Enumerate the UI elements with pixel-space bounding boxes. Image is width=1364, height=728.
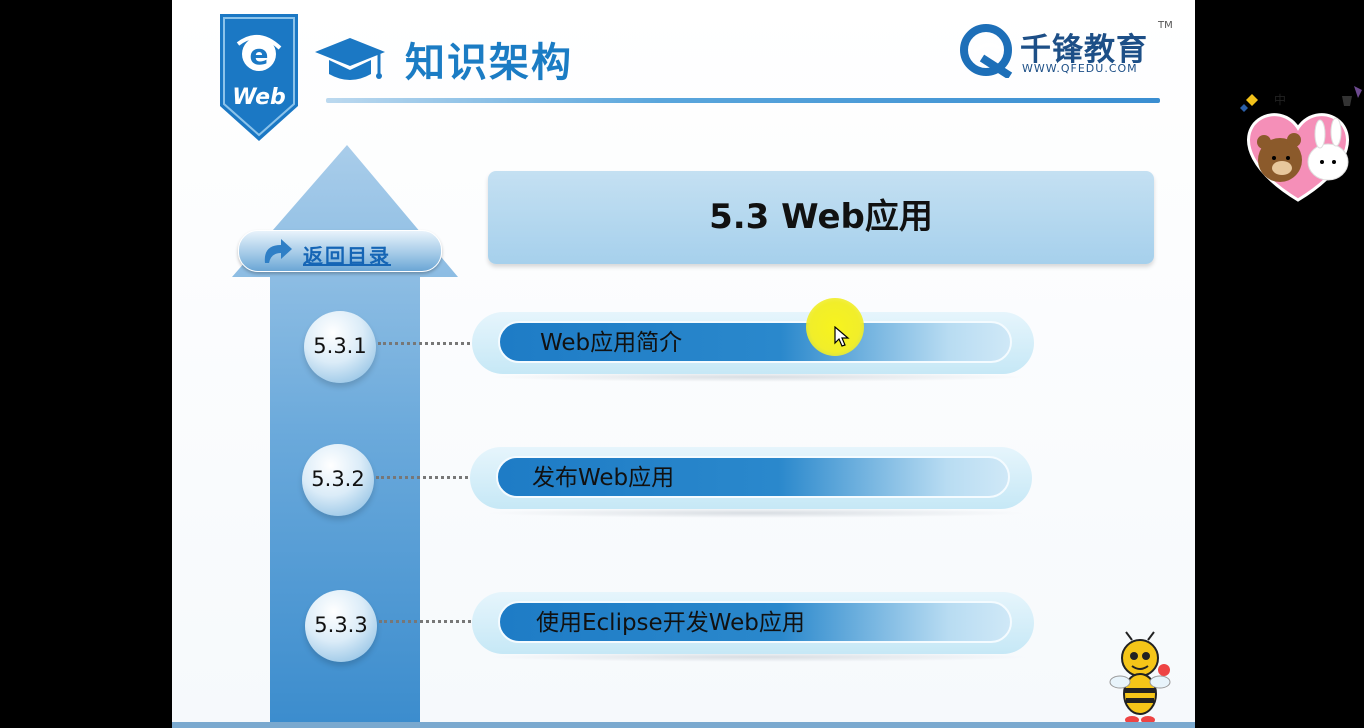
back-to-contents-label: 返回目录 [303,244,391,268]
item-number: 5.3.2 [311,467,365,491]
brand-name: 千锋教育 [1020,32,1148,68]
section-title: 5.3 Web应用 [709,197,933,237]
item-shadow [488,372,1028,382]
brand-logo-icon [960,24,1013,78]
item-number: 5.3.1 [313,334,367,358]
item-connector [379,620,525,623]
header-divider [326,98,1160,103]
item-number-node: 5.3.2 [302,444,374,516]
section-title-bar: 5.3 Web应用 [488,171,1154,264]
item-shadow [488,652,1028,662]
item-link-eclipse-web[interactable]: 使用Eclipse开发Web应用 [472,592,1034,654]
mouse-cursor-icon [834,326,850,347]
svg-text:e: e [250,38,269,71]
item-number-node: 5.3.1 [304,311,376,383]
item-number-node: 5.3.3 [305,590,377,662]
item-label: Web应用简介 [540,330,683,356]
web-logo-icon: e Web [220,14,298,141]
trademark-mark: TM [1158,20,1173,31]
up-arrow-graphic [232,145,458,728]
return-arrow-icon [264,239,292,263]
graduation-cap-icon [315,38,385,80]
bee-mascot-icon [1109,631,1171,724]
item-shadow [486,508,1026,518]
slide: e Web 知识架构 千锋教育 WWW.QFEDU.COM TM [172,0,1195,728]
item-label: 发布Web应用 [532,465,675,491]
back-to-contents-button[interactable]: 返回目录 [238,230,442,272]
badge-text: Web [232,85,286,110]
item-label: 使用Eclipse开发Web应用 [536,610,805,636]
page-title: 知识架构 [405,40,573,86]
brand-url: WWW.QFEDU.COM [1022,62,1138,75]
item-connector [378,342,524,345]
slide-bottom-bar [172,722,1195,728]
sticker-text: 中 [1274,92,1286,107]
bear-bunny-sticker-icon: 中 [1240,86,1362,202]
item-link-web-intro[interactable]: Web应用简介 [472,312,1034,374]
item-connector [376,476,522,479]
item-link-publish-web[interactable]: 发布Web应用 [470,447,1032,509]
item-number: 5.3.3 [314,613,368,637]
